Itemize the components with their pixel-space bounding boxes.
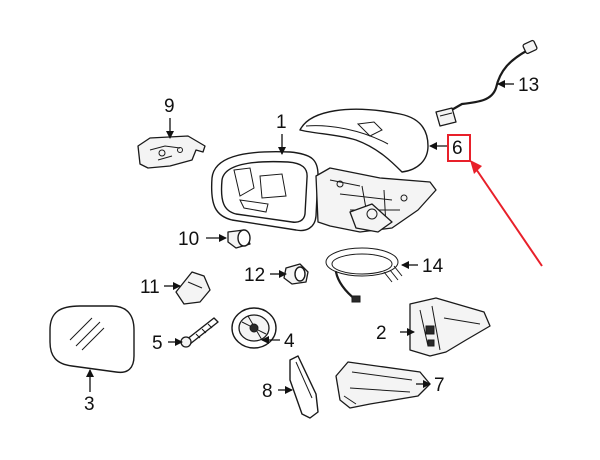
- part-14-wire-loop: [325, 247, 403, 303]
- part-4-motor: [231, 307, 277, 349]
- highlight-arrowhead: [470, 160, 482, 174]
- part-2-base-cover: [409, 297, 491, 357]
- callout-7: 7: [434, 375, 445, 396]
- part-12-bulb: [283, 263, 309, 285]
- part-7-lower-trim: [335, 361, 431, 409]
- highlight-annotation: [447, 134, 543, 267]
- highlight-arrow: [473, 165, 543, 267]
- callout-2: 2: [376, 323, 387, 344]
- part-5-screw: [180, 317, 219, 348]
- part-11-clip: [175, 271, 211, 305]
- callout-4: 4: [284, 331, 295, 352]
- callout-labels: 1 2 3 4 5 6 7 8 9 10 11 12 13 14: [84, 75, 539, 415]
- part-1-mirror-housing: [210, 151, 437, 233]
- callout-12: 12: [244, 265, 265, 286]
- callout-3: 3: [84, 394, 95, 415]
- part-9-bracket: [137, 135, 206, 169]
- callout-13: 13: [518, 75, 539, 96]
- leader-lines: [86, 80, 514, 394]
- part-6-mirror-cover: [299, 108, 429, 173]
- part-8-lamp-lens: [289, 355, 319, 419]
- callout-5: 5: [152, 333, 163, 354]
- part-3-mirror-glass: [49, 305, 135, 374]
- callout-1: 1: [276, 112, 287, 133]
- callout-9: 9: [164, 96, 175, 117]
- callout-14: 14: [422, 256, 444, 277]
- callout-10: 10: [178, 229, 199, 250]
- part-13-harness: [435, 39, 538, 127]
- callout-11: 11: [140, 277, 160, 298]
- callout-8: 8: [262, 381, 273, 402]
- part-10-socket: [227, 229, 251, 249]
- callout-6: 6: [452, 138, 463, 159]
- highlight-box: [447, 134, 471, 162]
